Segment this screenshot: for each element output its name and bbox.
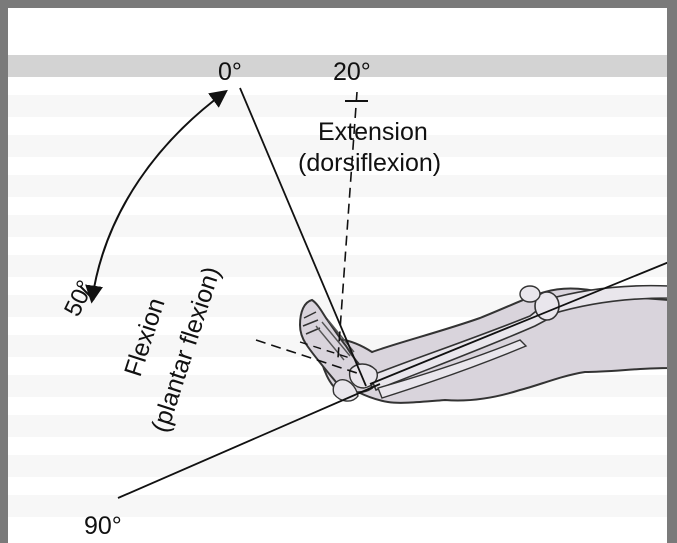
patella xyxy=(520,286,540,302)
extension-label: Extension xyxy=(318,118,428,146)
twenty-degree-label: 20° xyxy=(333,58,371,86)
zero-degree-label: 0° xyxy=(218,58,242,86)
talus-bone xyxy=(350,364,378,388)
ninety-degree-label: 90° xyxy=(84,512,122,540)
dorsiflexion-label: (dorsiflexion) xyxy=(298,149,441,177)
